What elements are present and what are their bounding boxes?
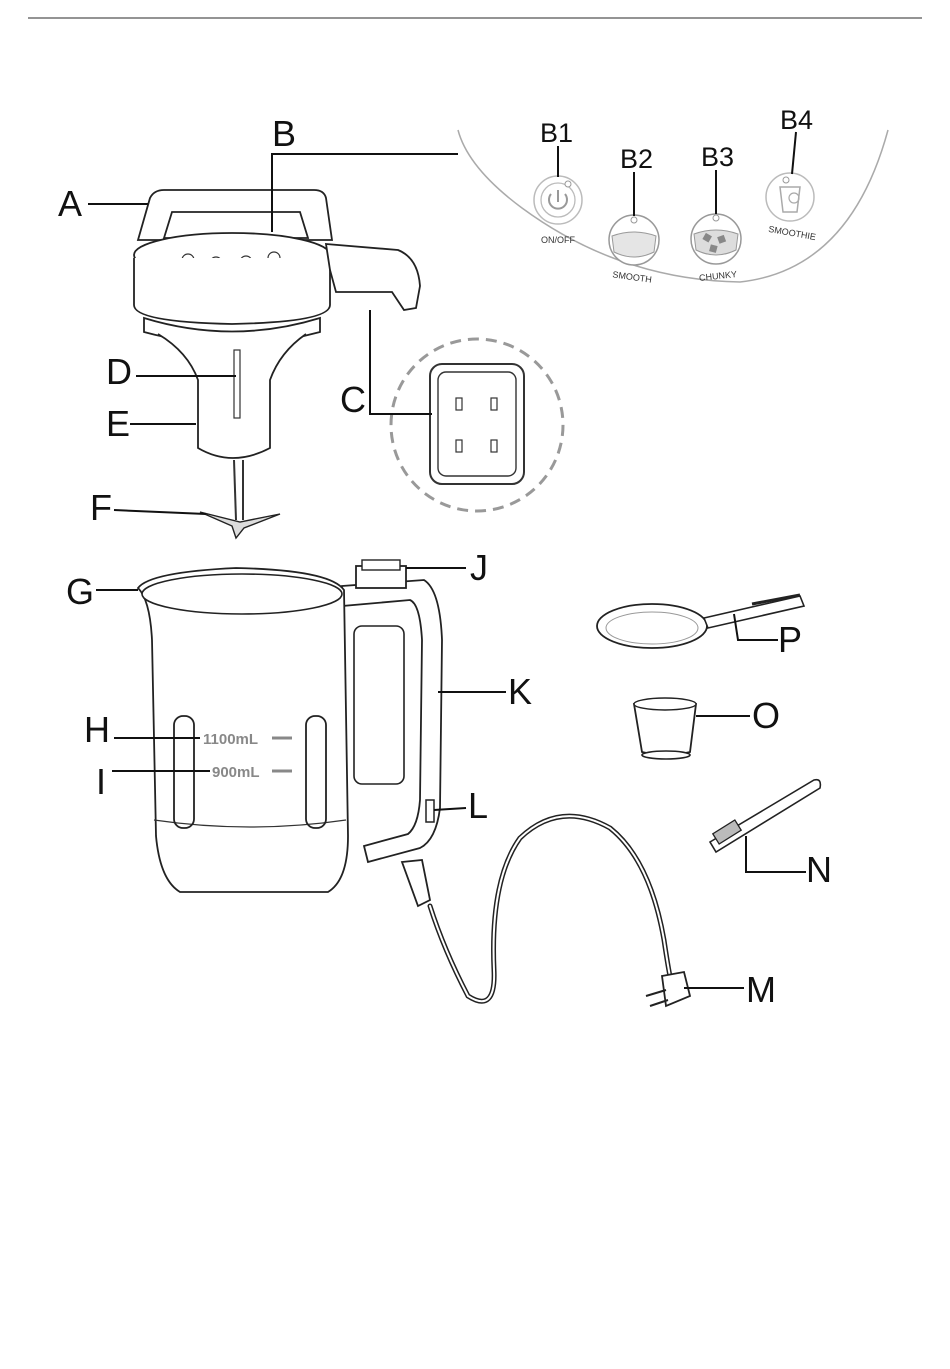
label-O: O: [752, 695, 780, 736]
connector-detail: [391, 339, 563, 511]
label-B: B: [272, 113, 296, 154]
cup-base: [642, 751, 690, 759]
label-B4: B4: [780, 105, 813, 135]
jug-body: [138, 568, 348, 892]
jug: 1100mL 900mL: [138, 560, 442, 892]
cup-rim: [634, 698, 696, 710]
head-spout: [326, 244, 420, 310]
power-socket: [426, 800, 434, 822]
shaft-housing: [158, 334, 306, 458]
jug-rim: [142, 574, 342, 614]
panel-outline: [458, 130, 888, 282]
label-B3: B3: [701, 142, 734, 172]
control-panel-detail: ON/OFF SMOOTH CHUNKY SMOOTHIE B1 B2 B3 B…: [458, 105, 888, 285]
label-L: L: [468, 785, 488, 826]
jug-connector-top: [362, 560, 400, 570]
power-cord: [402, 816, 690, 1006]
chunky-text: CHUNKY: [699, 269, 738, 283]
smoothie-text: SMOOTHIE: [768, 224, 817, 242]
cord-inner: [430, 816, 672, 1001]
cleaning-brush: [710, 780, 820, 852]
label-B1: B1: [540, 118, 573, 148]
blade-shaft-left: [234, 460, 236, 520]
blades: [200, 512, 280, 538]
label-C: C: [340, 379, 366, 420]
label-B2: B2: [620, 144, 653, 174]
label-G: G: [66, 571, 94, 612]
label-D: D: [106, 351, 132, 392]
appliance-plug: [402, 860, 430, 906]
label-K: K: [508, 671, 532, 712]
leader-F: [114, 510, 206, 514]
label-J: J: [470, 547, 488, 588]
label-M: M: [746, 969, 776, 1010]
smoothie-button: [766, 173, 814, 221]
label-A: A: [58, 183, 82, 224]
smooth-icon: [612, 232, 656, 257]
label-I: I: [96, 761, 106, 802]
head-side: [134, 258, 330, 324]
smooth-text: SMOOTH: [612, 269, 653, 284]
label-P: P: [778, 619, 802, 660]
min-marking: 900mL: [212, 764, 260, 781]
label-E: E: [106, 403, 130, 444]
leader-C: [370, 310, 432, 414]
connector-outer: [430, 364, 524, 484]
handle-grip: [354, 626, 404, 784]
cord-outer: [430, 816, 672, 1001]
measuring-cup: [634, 704, 696, 755]
plug-pin-1: [646, 990, 666, 996]
max-marking: 1100mL: [203, 731, 258, 748]
sieve-rim: [597, 604, 707, 648]
on-off-led: [565, 181, 571, 187]
on-off-text: ON/OFF: [541, 235, 575, 245]
label-H: H: [84, 709, 110, 750]
label-N: N: [806, 849, 832, 890]
smooth-led: [631, 217, 637, 223]
chunky-led: [713, 215, 719, 221]
motor-head: [134, 190, 420, 538]
label-F: F: [90, 487, 112, 528]
leader-N: [746, 836, 806, 872]
leader-B4: [792, 132, 796, 174]
smoothie-led: [783, 177, 789, 183]
